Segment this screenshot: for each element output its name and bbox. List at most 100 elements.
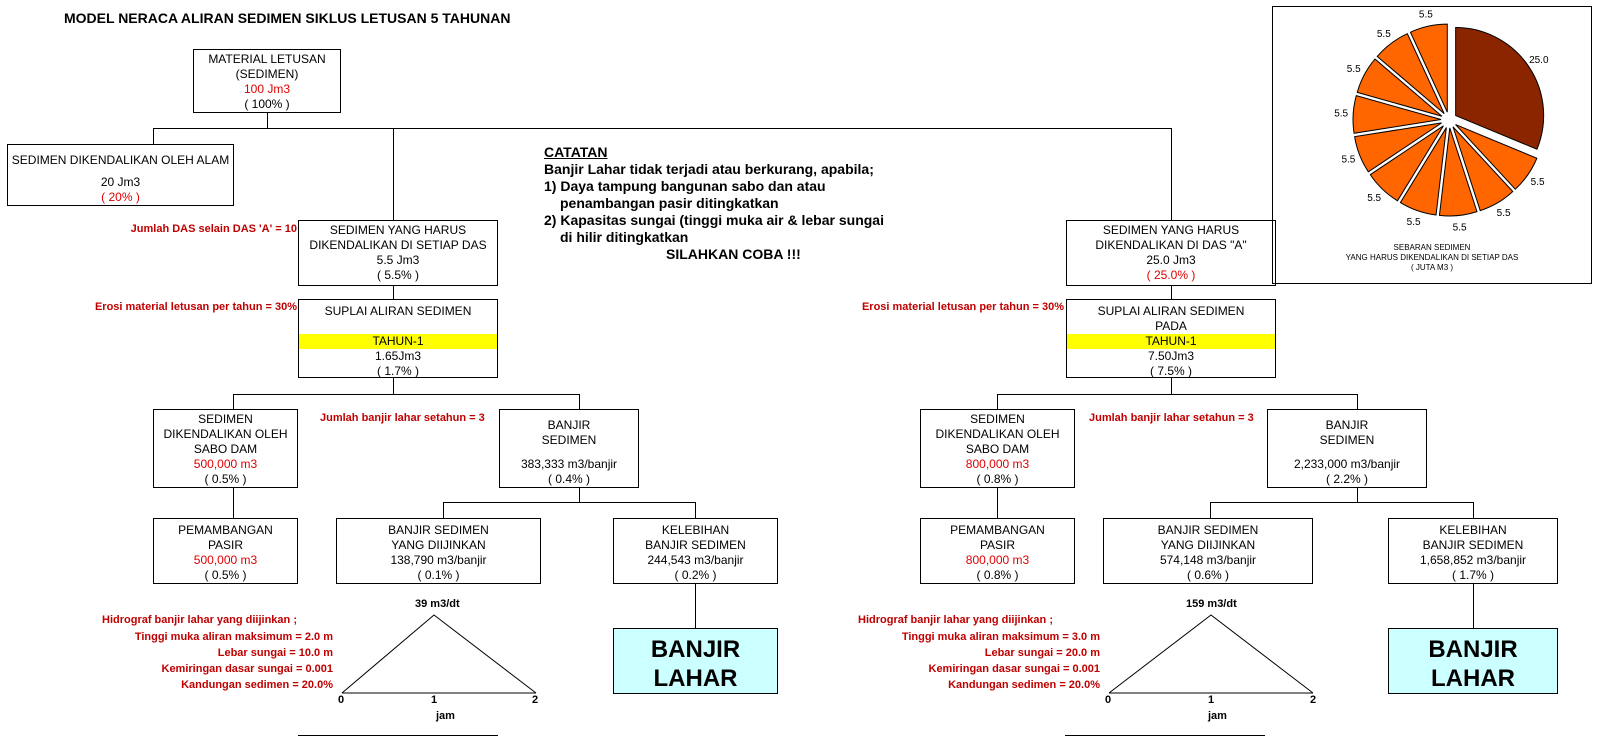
pie-slice-label: 5.5 xyxy=(1341,154,1355,165)
box-value: 383,333 m3/banjir xyxy=(520,457,618,471)
hidrograf-param: Kandungan sedimen = 20.0% xyxy=(948,679,1100,691)
note-line: 2) Kapasitas sungai (tinggi muka air & l… xyxy=(544,212,884,228)
hidrograf-title: Hidrograf banjir lahar yang diijinkan ; xyxy=(858,614,1053,626)
pie-slice-label: 25.0 xyxy=(1529,55,1549,66)
box-label: BANJIR SEDIMEN xyxy=(645,538,746,552)
axis-tick-label: 1 xyxy=(1208,694,1215,706)
box-value: 138,790 m3/banjir xyxy=(390,553,487,567)
tahun-highlight: TAHUN-1 xyxy=(1067,334,1275,349)
box-percent: ( 0.5% ) xyxy=(204,568,247,582)
box-value: 25.0 Jm3 xyxy=(1146,253,1196,267)
chart-caption: ( JUTA M3 ) xyxy=(1410,263,1454,272)
box-label: PASIR xyxy=(979,538,1016,552)
pie-slice xyxy=(1455,124,1538,190)
box-percent: ( 0.4% ) xyxy=(547,472,590,486)
banjir-sedimen-box: BANJIR SEDIMEN 2,233,000 m3/banjir ( 2.2… xyxy=(1267,409,1427,488)
sedimen-alam-box: SEDIMEN DIKENDALIKAN OLEH ALAM 20 Jm3 ( … xyxy=(7,144,234,206)
box-value: 800,000 m3 xyxy=(965,553,1030,567)
note-line: di hilir ditingkatkan xyxy=(560,229,689,245)
erosi-label: Erosi material letusan per tahun = 30% xyxy=(861,301,1064,313)
axis-tick-label: 2 xyxy=(532,694,539,706)
page-title: MODEL NERACA ALIRAN SEDIMEN SIKLUS LETUS… xyxy=(64,10,511,26)
box-value: 574,148 m3/banjir xyxy=(1159,553,1257,567)
sedimen-setiap-das-box: SEDIMEN YANG HARUS DIKENDALIKAN DI SETIA… xyxy=(298,220,498,286)
axis-tick-label: 1 xyxy=(431,694,438,706)
hidrograf-param: Lebar sungai = 10.0 m xyxy=(217,647,333,659)
hidrograf-param: Tinggi muka aliran maksimum = 2.0 m xyxy=(134,631,333,643)
hidrograf-param: Kandungan sedimen = 20.0% xyxy=(181,679,333,691)
box-value: 5.5 Jm3 xyxy=(376,253,420,267)
kelebihan-banjir-box: KELEBIHAN BANJIR SEDIMEN 1,658,852 m3/ba… xyxy=(1388,518,1558,584)
box-percent: ( 0.8% ) xyxy=(976,472,1019,486)
box-label: PEMAMBANGAN xyxy=(178,523,273,537)
box-label: SEDIMEN xyxy=(970,412,1025,426)
note-heading: CATATAN xyxy=(544,144,608,160)
pie-slice xyxy=(1409,23,1448,113)
box-label: DIKENDALIKAN DI SETIAP DAS xyxy=(309,238,487,252)
box-label: BANJIR SEDIMEN xyxy=(1157,523,1259,537)
material-letusan-box: MATERIAL LETUSAN (SEDIMEN) 100 Jm3 ( 100… xyxy=(193,49,341,113)
hydrograph-triangle xyxy=(341,614,537,694)
hidrograf-param: Kemiringan dasar sungai = 0.001 xyxy=(161,663,334,675)
jumlah-banjir-label: Jumlah banjir lahar setahun = 3 xyxy=(1089,412,1254,424)
pemambangan-pasir-box: PEMAMBANGAN PASIR 800,000 m3 ( 0.8% ) xyxy=(920,518,1075,584)
box-label: PADA xyxy=(1155,319,1187,333)
lahar-label: BANJIR xyxy=(650,636,741,663)
box-percent: ( 100% ) xyxy=(244,97,290,111)
box-value: 244,543 m3/banjir xyxy=(647,553,744,567)
note-line: SILAHKAN COBA !!! xyxy=(666,246,801,262)
box-label: SEDIMEN YANG HARUS xyxy=(329,223,467,237)
box-label: BANJIR xyxy=(1325,418,1369,432)
axis-tick-label: 0 xyxy=(338,694,345,706)
erosi-label: Erosi material letusan per tahun = 30% xyxy=(94,301,297,313)
box-value: 20 Jm3 xyxy=(100,175,141,189)
box-label: KELEBIHAN xyxy=(1439,523,1507,537)
lahar-label: LAHAR xyxy=(653,665,738,692)
box-percent: ( 7.5% ) xyxy=(1149,364,1192,378)
pie-slice-label: 5.5 xyxy=(1497,208,1511,219)
pie-slice xyxy=(1354,122,1442,173)
box-label: PASIR xyxy=(207,538,244,552)
pie-slice xyxy=(1452,126,1514,212)
box-label: PEMAMBANGAN xyxy=(950,523,1045,537)
suplai-aliran-box: SUPLAI ALIRAN SEDIMEN PADA TAHUN-1 7.50J… xyxy=(1066,299,1276,378)
pie-slice xyxy=(1376,33,1445,115)
box-value: 500,000 m3 xyxy=(193,457,258,471)
jumlah-das-label: Jumlah DAS selain DAS 'A' = 10 xyxy=(130,223,297,235)
box-percent: ( 5.5% ) xyxy=(376,268,419,282)
box-value: 800,000 m3 xyxy=(965,457,1030,471)
box-label: SABO DAM xyxy=(193,442,258,456)
pie-slice xyxy=(1438,127,1478,217)
box-label xyxy=(299,319,497,334)
axis-unit-label: jam xyxy=(436,710,455,722)
pie-slice xyxy=(1455,27,1545,150)
box-value: 2,233,000 m3/banjir xyxy=(1293,457,1401,471)
box-label: MATERIAL LETUSAN xyxy=(208,52,326,66)
box-value: 500,000 m3 xyxy=(193,553,258,567)
box-label: SEDIMEN xyxy=(1319,433,1375,447)
lahar-label: LAHAR xyxy=(1431,665,1515,692)
box-label: SABO DAM xyxy=(965,442,1030,456)
box-value: 7.50Jm3 xyxy=(1147,349,1195,363)
pie-chart: 25.05.55.55.55.55.55.55.55.55.55.5 xyxy=(1334,10,1549,234)
box-value: 1,658,852 m3/banjir xyxy=(1419,553,1527,567)
box-percent: ( 25.0% ) xyxy=(1146,268,1196,282)
box-percent: ( 0.5% ) xyxy=(204,472,247,486)
note-line: penambangan pasir ditingkatkan xyxy=(560,195,779,211)
box-label: SUPLAI ALIRAN SEDIMEN xyxy=(1097,304,1245,318)
banjir-sedimen-box: BANJIR SEDIMEN 383,333 m3/banjir ( 0.4% … xyxy=(499,409,639,488)
pie-slice xyxy=(1356,58,1443,117)
sabo-dam-box: SEDIMEN DIKENDALIKAN OLEH SABO DAM 800,0… xyxy=(920,409,1075,488)
note-line: 1) Daya tampung bangunan sabo dan atau xyxy=(544,178,826,194)
pie-slice xyxy=(1399,127,1447,216)
box-percent: ( 0.6% ) xyxy=(1186,568,1229,582)
peak-discharge-label: 159 m3/dt xyxy=(1186,598,1237,610)
box-label: DIKENDALIKAN DI DAS "A" xyxy=(1095,238,1247,252)
pemambangan-pasir-box: PEMAMBANGAN PASIR 500,000 m3 ( 0.5% ) xyxy=(153,518,298,584)
box-label: DIKENDALIKAN OLEH xyxy=(935,427,1060,441)
pie-slice-label: 5.5 xyxy=(1453,222,1467,233)
box-label: SEDIMEN YANG HARUS xyxy=(1102,223,1240,237)
box-value: 1.65Jm3 xyxy=(374,349,422,363)
sabo-dam-box: SEDIMEN DIKENDALIKAN OLEH SABO DAM 500,0… xyxy=(153,409,298,488)
pie-slice-label: 5.5 xyxy=(1531,177,1545,188)
